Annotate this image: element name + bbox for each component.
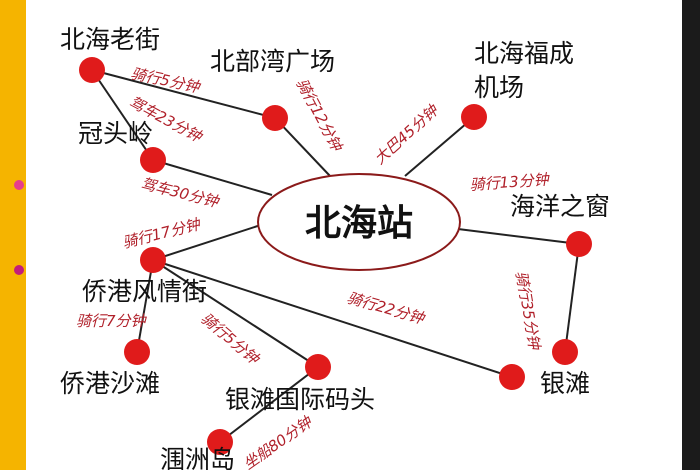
line-laojie-beibuwan bbox=[91, 69, 276, 119]
route-label-qiaogang-ride: 骑行17分钟 bbox=[121, 215, 204, 252]
line-qiaogang-beach bbox=[136, 259, 154, 353]
route-label-yintan-ride: 骑行22分钟 bbox=[345, 289, 428, 329]
route-label-guantouling-drive: 驾车30分钟 bbox=[139, 174, 222, 211]
node-yintan-pier bbox=[305, 354, 331, 380]
line-qiaogang-pier bbox=[152, 259, 319, 368]
node-guantouling bbox=[140, 147, 166, 173]
node-laojie bbox=[79, 57, 105, 83]
left-border-strip bbox=[0, 0, 26, 470]
route-label-pier-ride: 骑行5分钟 bbox=[197, 309, 263, 369]
center-station-ellipse bbox=[257, 173, 461, 271]
line-laojie-guantouling bbox=[91, 69, 154, 161]
line-guantouling-center bbox=[152, 159, 273, 196]
place-label-weizhou: 涠洲岛 bbox=[160, 445, 235, 470]
line-center-haiyang bbox=[457, 228, 580, 245]
node-beibuwan bbox=[262, 105, 288, 131]
route-label-haiyang-ride: 骑行13分钟 bbox=[469, 170, 551, 194]
route-label-weizhou-ship: 坐船80分钟 bbox=[240, 412, 317, 470]
left-decor-dot bbox=[14, 180, 24, 190]
right-border-strip bbox=[682, 0, 700, 470]
place-label-qiaogang-street: 侨港风情街 bbox=[82, 277, 207, 306]
place-label-airport-line1: 北海福成 bbox=[474, 39, 574, 68]
left-decor-dot bbox=[14, 265, 24, 275]
route-label-beach-ride: 骑行7分钟 bbox=[76, 312, 148, 330]
line-airport-center bbox=[404, 116, 475, 177]
node-qiaogang-street bbox=[140, 247, 166, 273]
node-airport bbox=[461, 104, 487, 130]
place-label-beibuwan: 北部湾广场 bbox=[210, 47, 335, 76]
place-nodes bbox=[79, 57, 592, 455]
place-label-guantouling: 冠头岭 bbox=[78, 119, 153, 148]
route-label-airport-bus: 大巴45分钟 bbox=[371, 100, 443, 168]
center-station-label: 北海站 bbox=[305, 202, 413, 244]
line-qiaogang-yintan bbox=[152, 259, 513, 378]
place-label-laojie: 北海老街 bbox=[60, 25, 160, 54]
node-yintan-east bbox=[552, 339, 578, 365]
node-yintan bbox=[499, 364, 525, 390]
node-weizhou bbox=[207, 429, 233, 455]
line-haiyang-yintan bbox=[564, 243, 580, 353]
connection-lines bbox=[91, 69, 580, 443]
route-label-laojie-ride: 骑行5分钟 bbox=[129, 64, 203, 96]
place-label-airport-line2: 机场 bbox=[474, 73, 524, 102]
place-label-yintan: 银滩 bbox=[540, 369, 590, 398]
place-label-haiyang: 海洋之窗 bbox=[510, 192, 610, 221]
place-label-qiaogang-beach: 侨港沙滩 bbox=[60, 369, 160, 398]
route-label-haiyang-yintan-ride: 骑行35分钟 bbox=[512, 270, 544, 353]
line-pier-weizhou bbox=[219, 366, 319, 443]
node-qiaogang-beach bbox=[124, 339, 150, 365]
route-label-beibuwan-ride: 骑行12分钟 bbox=[292, 75, 346, 155]
line-qiaogang-center bbox=[152, 221, 271, 261]
line-beibuwan-center bbox=[274, 117, 331, 177]
place-label-yintan-pier: 银滩国际码头 bbox=[225, 385, 375, 414]
node-haiyang bbox=[566, 231, 592, 257]
